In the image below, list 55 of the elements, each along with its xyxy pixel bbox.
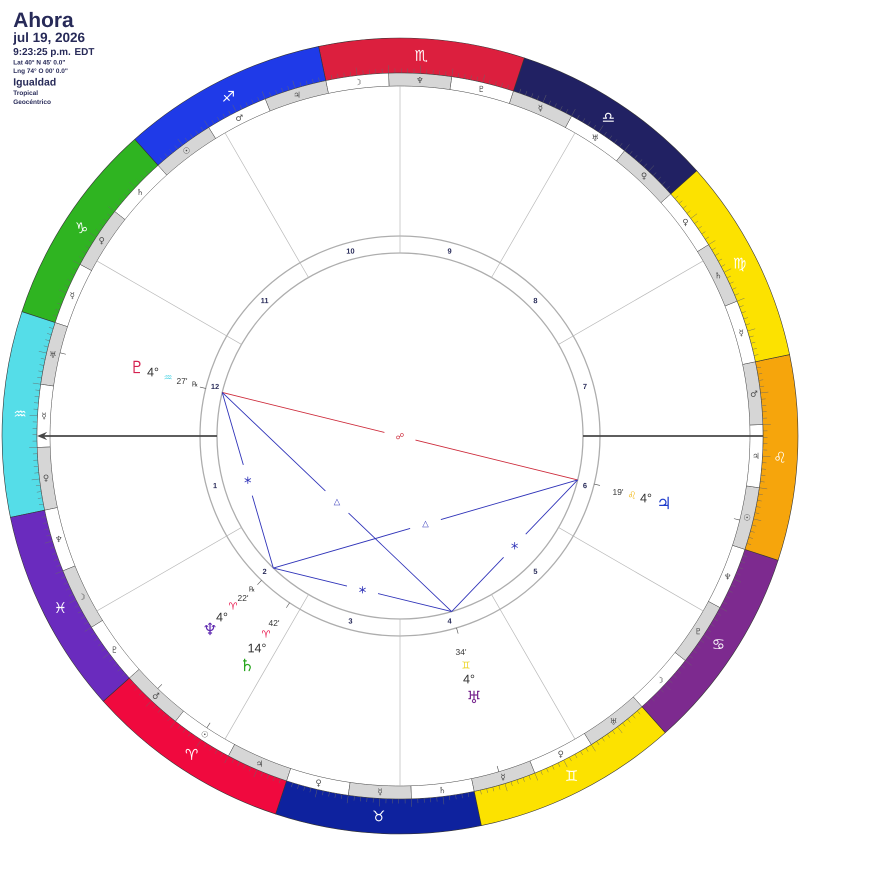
aspect-symbol: ☍ [396, 433, 404, 440]
decan-segment: ☿ [509, 90, 572, 128]
decan-segment: ♀ [660, 194, 709, 252]
aspect-symbol: △ [422, 520, 429, 528]
decan-segment: ♄ [114, 165, 167, 220]
decan-segment: ♆ [44, 507, 76, 572]
decan-segment: ♂ [129, 669, 184, 722]
decan-segment: ☿ [36, 384, 54, 448]
decan-segment: ♅ [40, 322, 68, 386]
decan-segment: ♆ [708, 545, 746, 608]
sign-glyph: ♈ [262, 630, 270, 638]
planet-glyph: ♄ [243, 658, 251, 672]
decan-segment: ♂ [742, 362, 764, 426]
decan-segment: ♄ [410, 778, 474, 800]
decan-segment: ☉ [732, 486, 760, 550]
decan-segment: ♅ [584, 696, 642, 745]
decan-segment: ☽ [633, 652, 686, 707]
date-text: jul 19, 2026 [13, 32, 84, 45]
decan-segment: ♃ [228, 744, 291, 782]
decan-segment: ☿ [724, 300, 756, 365]
house-system-text: Igualdad [14, 78, 56, 88]
decan-segment: ☿ [471, 760, 536, 792]
decan-segment: ♆ [388, 72, 452, 90]
decan-segment: ☉ [158, 127, 216, 176]
planet-glyph: ♃ [659, 496, 669, 510]
decan-segment: ☽ [326, 72, 390, 94]
planet-glyph: ♇ [133, 360, 141, 374]
decan-segment: ♀ [286, 768, 350, 796]
minute-label: 27' [176, 378, 188, 384]
decan-segment: ♃ [746, 424, 764, 488]
aspect-symbol: △ [334, 498, 340, 506]
decan-segment: ☿ [348, 782, 412, 800]
minute-label: 22' [238, 595, 248, 601]
planet-glyph: ♅ [468, 690, 480, 704]
decan-segment: ♀ [616, 150, 671, 203]
degree-label: 4° [640, 494, 652, 502]
decan-segment: ♃ [264, 80, 329, 112]
minute-label: 34' [456, 649, 466, 655]
decan-segment: ♇ [450, 76, 514, 104]
decan-segment: ☿ [54, 264, 92, 327]
degree-label: 14° [248, 644, 266, 652]
time-text: 9:23:25 p.m. EDT [14, 48, 94, 58]
degree-label: 4° [216, 612, 228, 622]
sign-glyph: ♒ [164, 375, 172, 380]
sign-glyph: ♊ [462, 661, 470, 669]
sign-glyph: ♈ [229, 602, 238, 610]
chart-title: Ahora [14, 12, 74, 28]
degree-label: 4° [147, 368, 158, 376]
decan-segment: ♇ [91, 620, 140, 678]
planet-glyph: ♆ [204, 622, 216, 636]
minute-label: 19' [613, 489, 624, 495]
decan-segment: ♀ [36, 446, 58, 510]
minute-label: 42' [268, 620, 280, 626]
degree-label: 4° [463, 674, 474, 684]
sign-glyph: ♌ [628, 491, 636, 499]
